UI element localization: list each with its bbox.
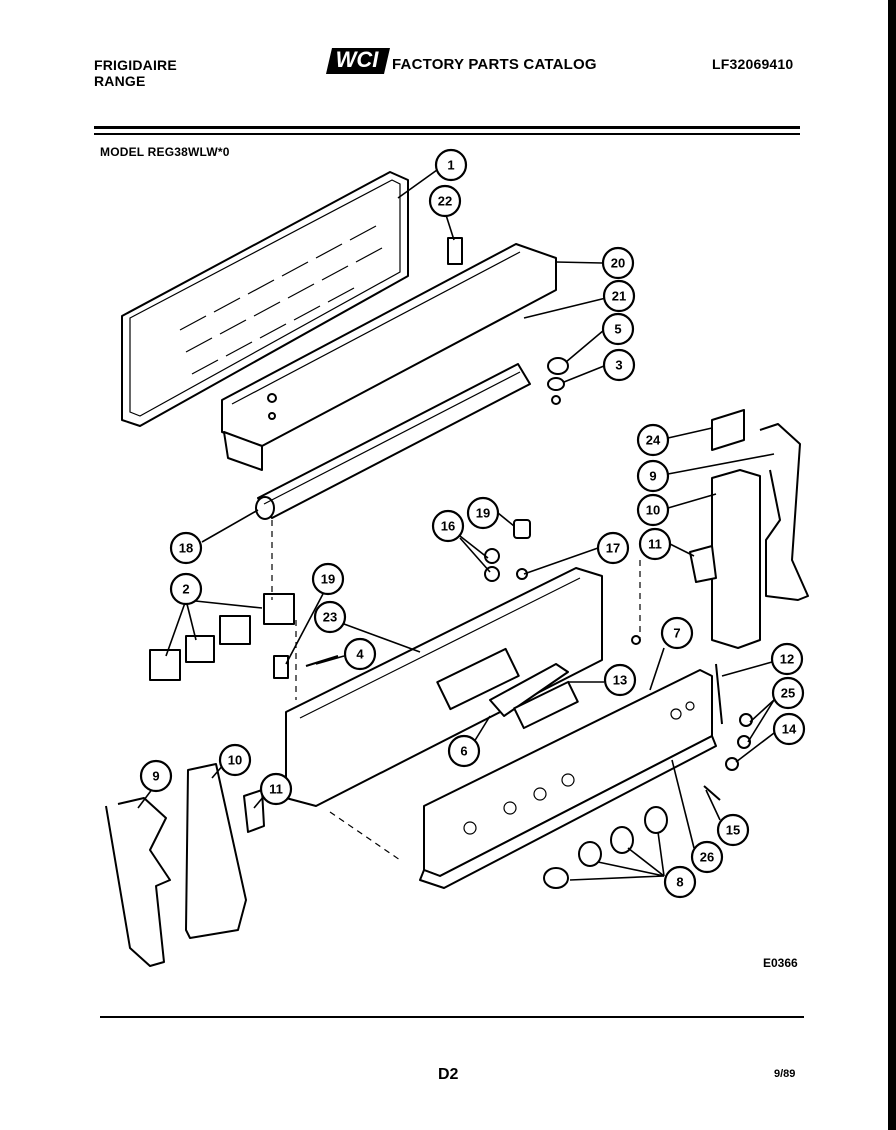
svg-text:18: 18 xyxy=(179,541,193,556)
callout-balloon: 3 xyxy=(602,348,636,382)
callout-balloon: 26 xyxy=(690,840,724,874)
page-number: D2 xyxy=(438,1066,459,1083)
control-panel-overlay-part xyxy=(419,663,723,889)
callout-balloon: 19 xyxy=(466,496,500,530)
svg-text:9: 9 xyxy=(152,769,159,784)
callout-balloon: 10 xyxy=(636,493,670,527)
svg-text:17: 17 xyxy=(606,541,620,556)
callout-balloon: 5 xyxy=(601,312,635,346)
callout-balloon: 23 xyxy=(313,600,347,634)
svg-text:6: 6 xyxy=(460,744,467,759)
control-panel-frame-part xyxy=(285,567,603,807)
callout-balloon: 25 xyxy=(771,676,805,710)
brand-name: FRIGIDAIRE xyxy=(94,57,177,73)
callout-balloon: 9 xyxy=(139,759,173,793)
callout-balloon: 8 xyxy=(663,865,697,899)
svg-text:19: 19 xyxy=(476,506,490,521)
model-number: MODEL REG38WLW*0 xyxy=(100,145,230,159)
svg-text:1: 1 xyxy=(447,158,454,173)
callout-leader-lines xyxy=(137,169,779,881)
callout-balloon: 18 xyxy=(169,531,203,565)
svg-text:16: 16 xyxy=(441,519,455,534)
part-callout-balloons: 1 22 20 21 5 3 24 9 10 11 18 19 16 17 7 … xyxy=(139,148,806,899)
callout-balloon: 20 xyxy=(601,246,635,280)
callout-balloon: 15 xyxy=(716,813,750,847)
top-trim-channel-part xyxy=(221,243,557,471)
figure-id: E0366 xyxy=(763,956,798,970)
svg-text:9: 9 xyxy=(649,469,656,484)
svg-text:13: 13 xyxy=(613,673,627,688)
callout-balloon: 9 xyxy=(636,459,670,493)
callout-balloon: 2 xyxy=(169,572,203,606)
svg-text:10: 10 xyxy=(228,753,242,768)
header-rule-top xyxy=(94,126,800,129)
callout-balloon: 1 xyxy=(434,148,468,182)
callout-balloon: 21 xyxy=(602,279,636,313)
header-rule-bottom xyxy=(94,133,800,135)
control-panel-clips xyxy=(484,519,641,645)
callout-balloon: 17 xyxy=(596,531,630,565)
page-edge xyxy=(888,0,896,1130)
left-side-brackets xyxy=(105,763,265,967)
svg-text:25: 25 xyxy=(781,686,795,701)
catalog-part-number: LF32069410 xyxy=(712,56,794,72)
callout-balloon: 10 xyxy=(218,743,252,777)
callout-balloon: 19 xyxy=(311,562,345,596)
callout-balloon: 7 xyxy=(660,616,694,650)
logo-lettering: WCI xyxy=(336,47,380,72)
callout-balloon: 6 xyxy=(447,734,481,768)
fluorescent-lamp-part xyxy=(255,363,531,520)
svg-text:2: 2 xyxy=(182,582,189,597)
lamp-holder-parts xyxy=(267,237,569,420)
svg-text:3: 3 xyxy=(615,358,622,373)
alignment-lines xyxy=(271,520,641,861)
callout-balloon: 12 xyxy=(770,642,804,676)
svg-text:11: 11 xyxy=(648,537,662,552)
catalog-title: FACTORY PARTS CATALOG xyxy=(392,56,597,73)
svg-text:5: 5 xyxy=(614,322,621,337)
callout-balloon: 22 xyxy=(428,184,462,218)
footer-rule xyxy=(100,1016,804,1018)
wci-logo-icon: WCI xyxy=(326,47,390,74)
svg-text:23: 23 xyxy=(323,610,337,625)
svg-text:26: 26 xyxy=(700,850,714,865)
callout-balloon: 24 xyxy=(636,423,670,457)
brand-block: FRIGIDAIRE RANGE xyxy=(94,57,177,89)
svg-text:8: 8 xyxy=(676,875,683,890)
callout-balloon: 16 xyxy=(431,509,465,543)
product-type: RANGE xyxy=(94,73,146,89)
revision-date: 9/89 xyxy=(774,1068,796,1080)
svg-text:7: 7 xyxy=(673,626,680,641)
svg-text:14: 14 xyxy=(782,722,797,737)
svg-text:10: 10 xyxy=(646,503,660,518)
right-side-brackets xyxy=(689,409,809,649)
callout-balloon: 14 xyxy=(772,712,806,746)
svg-text:22: 22 xyxy=(438,194,452,209)
callout-balloon: 11 xyxy=(259,772,293,806)
svg-text:11: 11 xyxy=(269,782,283,797)
svg-text:19: 19 xyxy=(321,572,335,587)
svg-text:24: 24 xyxy=(646,433,661,448)
svg-text:4: 4 xyxy=(356,647,364,662)
glass-panel-part xyxy=(121,171,409,427)
switch-parts xyxy=(149,593,753,801)
svg-text:12: 12 xyxy=(780,652,794,667)
svg-text:20: 20 xyxy=(611,256,625,271)
callout-balloon: 13 xyxy=(603,663,637,697)
control-knobs xyxy=(543,806,668,889)
callout-balloon: 4 xyxy=(343,637,377,671)
svg-text:15: 15 xyxy=(726,823,740,838)
callout-balloon: 11 xyxy=(638,527,672,561)
svg-text:21: 21 xyxy=(612,289,626,304)
